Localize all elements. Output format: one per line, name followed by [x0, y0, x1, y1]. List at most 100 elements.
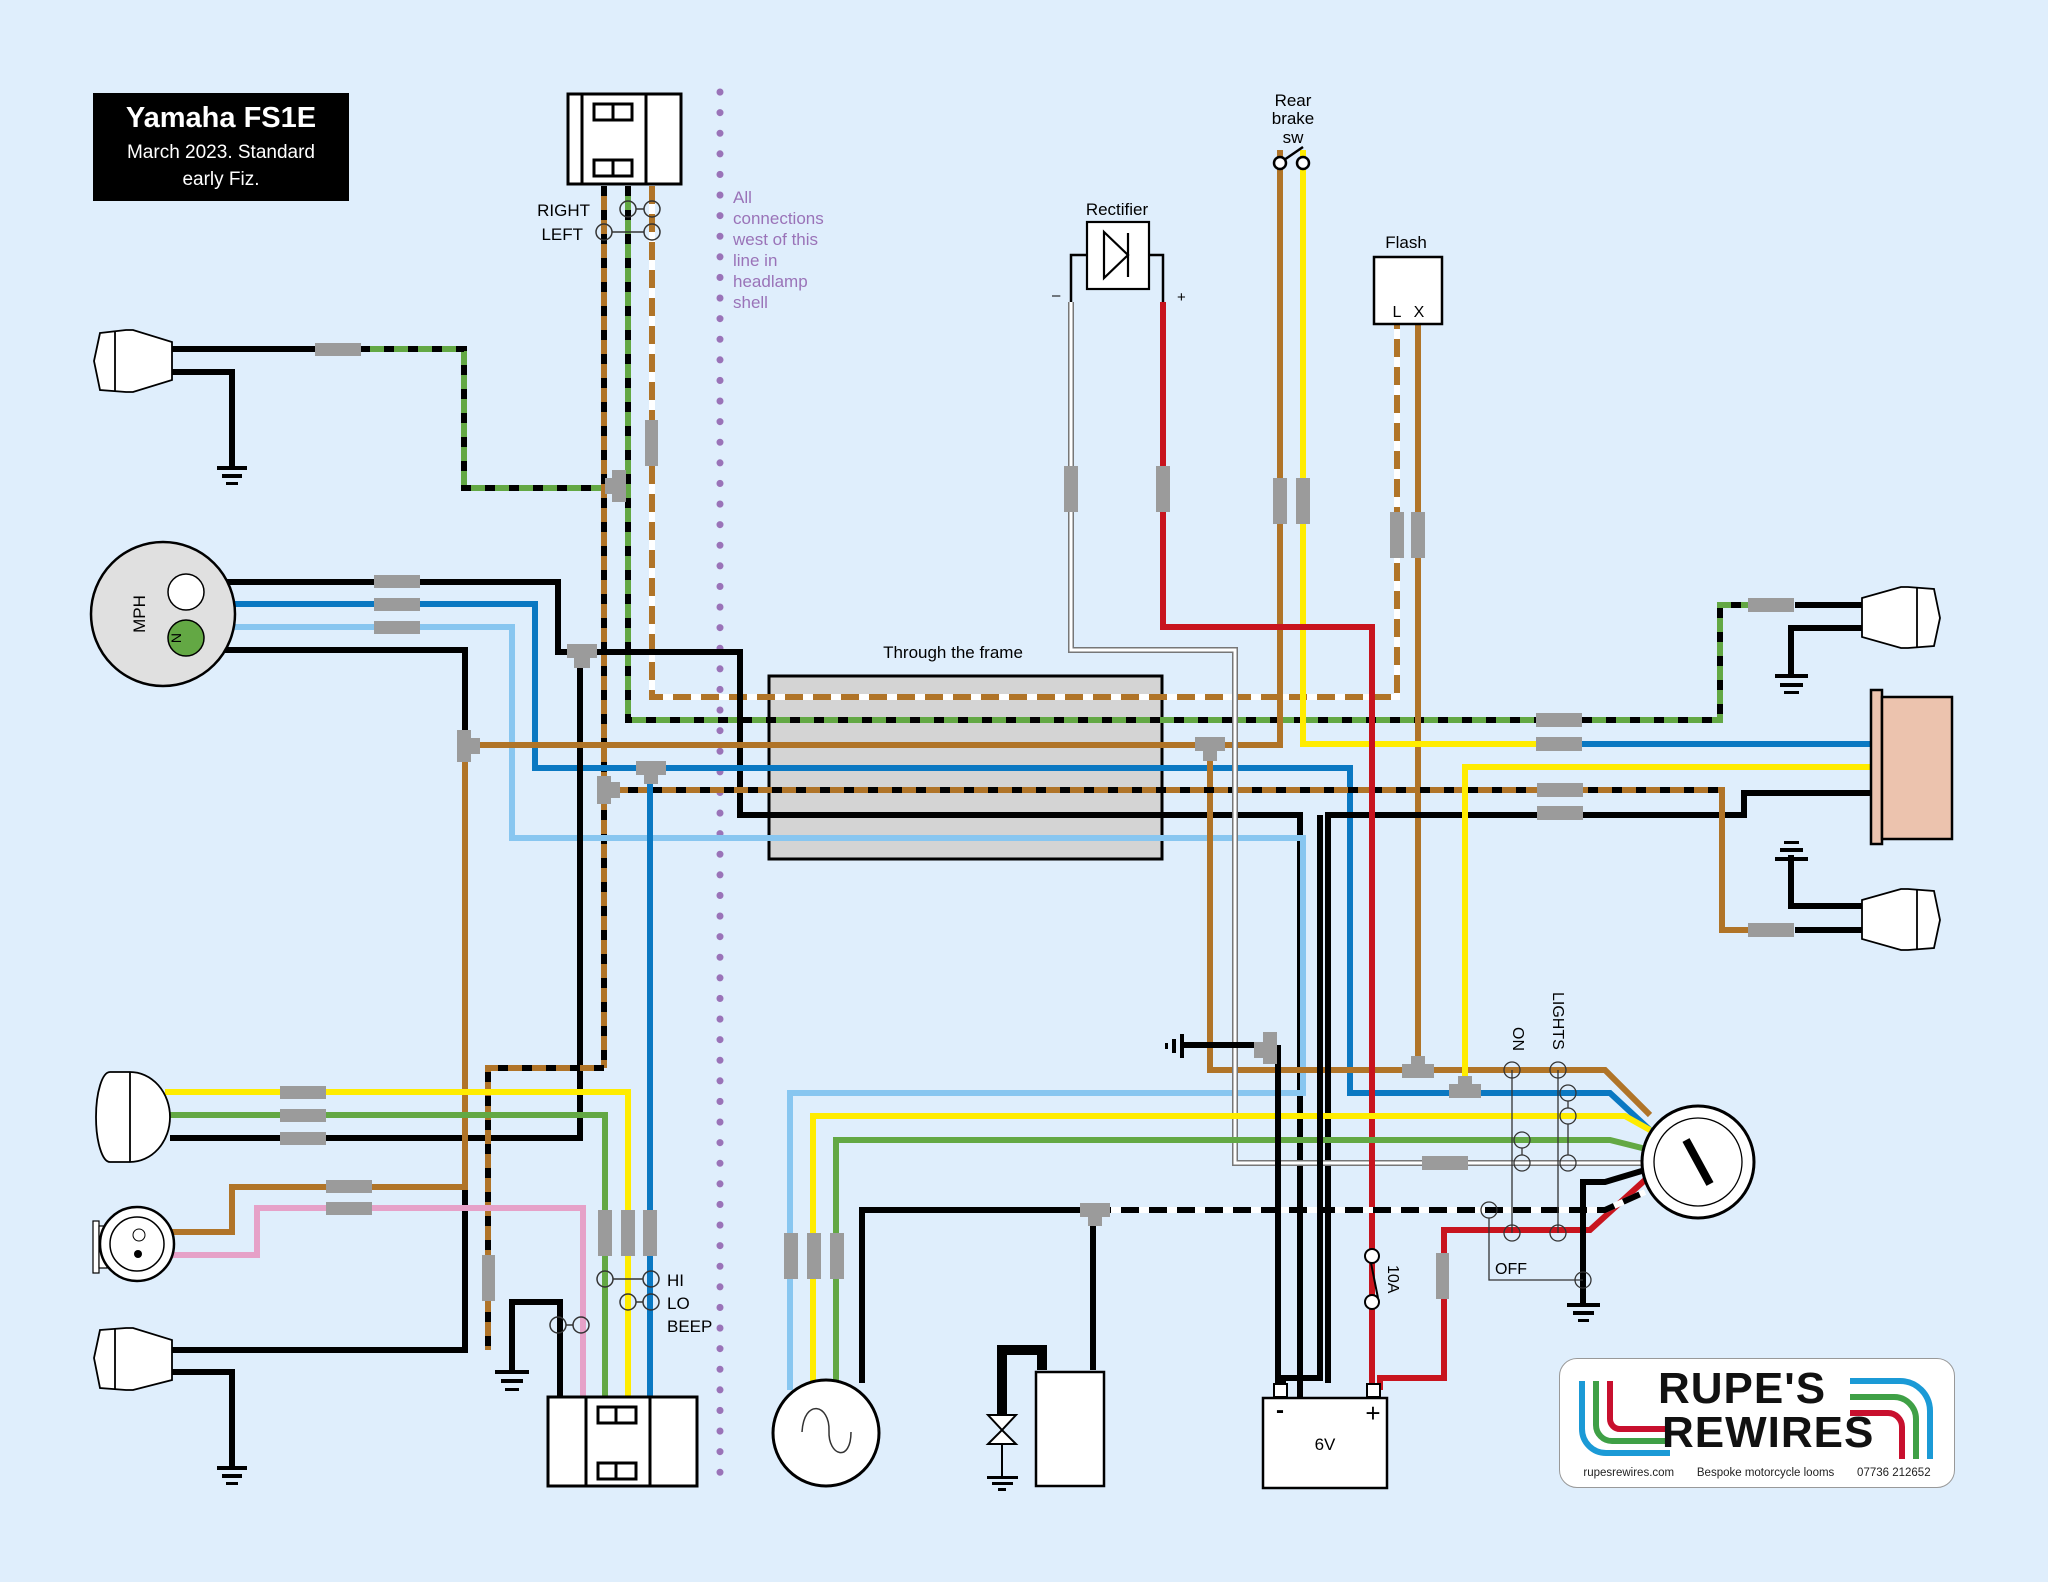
front-right-ground-icon	[217, 1466, 247, 1485]
key-slot-icon	[1682, 1138, 1714, 1186]
wire-switch-green-black-stripe	[625, 186, 1760, 723]
neutral-label: N	[168, 633, 184, 643]
ignition-lights-label: LIGHTS	[1549, 992, 1566, 1050]
wire-yellow-tail	[1462, 764, 1876, 1085]
battery-voltage-label: 6V	[1315, 1435, 1336, 1454]
connector	[1536, 737, 1582, 751]
wire-alt-black	[859, 1207, 1093, 1383]
battery-positive-label: +	[1365, 1398, 1380, 1428]
logo-line-1: RUPE'S	[1658, 1364, 1827, 1413]
battery-negative-label: -	[1276, 1397, 1284, 1424]
wire-brown-horn	[170, 745, 468, 1235]
wire-front-left-indicator-green-stripe	[360, 346, 620, 491]
rectifier-plus-label: +	[1177, 289, 1186, 306]
logo-footer: rupesrewires.com Bespoke motorcycle loom…	[1560, 1467, 1954, 1479]
rear-left-indicator	[1861, 888, 1941, 951]
connector	[326, 1180, 372, 1193]
rear-left-ground-icon	[1775, 841, 1808, 861]
label-beep: BEEP	[667, 1317, 712, 1336]
flasher-terminal-x: X	[1414, 304, 1425, 321]
wire-brown-main	[465, 150, 1283, 748]
wire-red-ignition	[1377, 1177, 1648, 1390]
subtitle-line-1: March 2023. Standard	[126, 142, 315, 163]
connector	[784, 1233, 798, 1279]
connector	[1390, 512, 1404, 558]
connector	[1064, 466, 1078, 512]
logo-line-2: REWIRES	[1662, 1408, 1875, 1457]
headlamp-shell-note: All connections west of this line in hea…	[733, 188, 824, 312]
connector	[1536, 713, 1582, 727]
connector	[1273, 478, 1287, 524]
handlebar-switch-bottom	[546, 1395, 699, 1488]
front-left-indicator	[93, 329, 173, 393]
rear-right-indicator	[1861, 586, 1941, 649]
splice-connector	[1449, 1076, 1481, 1098]
subtitle-line-2: early Fiz.	[182, 169, 260, 190]
connector	[374, 621, 420, 634]
neutral-light-icon	[167, 619, 205, 657]
wire-rear-right-ground	[1788, 625, 1862, 675]
connector	[1748, 923, 1794, 937]
connector	[1537, 806, 1583, 820]
wire-speedo-black-bottom	[170, 647, 468, 1353]
tail-lamp	[1869, 688, 1954, 846]
connector	[326, 1202, 372, 1215]
wire-front-left-indicator-green	[360, 346, 620, 491]
wire-horn-pink	[170, 1205, 586, 1398]
connector	[1411, 512, 1425, 558]
connector	[621, 1210, 635, 1256]
splice-connector	[605, 470, 626, 502]
connector	[280, 1109, 326, 1122]
connector	[830, 1233, 844, 1279]
connector	[1422, 1156, 1468, 1170]
wire-front-right-ground	[170, 1369, 235, 1468]
ignition-on-label: ON	[1509, 1027, 1526, 1051]
wire-alt-green	[833, 1137, 1651, 1390]
label-hi: HI	[667, 1271, 684, 1290]
wire-switch-ground	[509, 1299, 563, 1398]
ignition-off-label: OFF	[1495, 1261, 1527, 1278]
wire-kill-black-white-stripe	[1093, 1189, 1647, 1213]
logo-stripes-icon	[1579, 1378, 1933, 1459]
splice-connector	[636, 761, 666, 784]
connector	[807, 1233, 821, 1279]
connector	[1436, 1253, 1449, 1299]
connector	[280, 1086, 326, 1099]
wire-front-left-ground	[170, 369, 235, 468]
spark-plug-icon	[985, 1414, 1019, 1476]
rectifier-minus-label: –	[1052, 287, 1061, 304]
logo-wordmark: RUPE'S REWIRES	[1658, 1367, 1874, 1455]
switch-contacts-top	[595, 200, 661, 241]
ignition-switch[interactable]	[1640, 1104, 1756, 1220]
splice-connector	[567, 644, 597, 668]
connector	[482, 1255, 495, 1301]
rectifier-label: Rectifier	[1086, 200, 1149, 219]
rupes-rewires-logo[interactable]: RUPE'S REWIRES rupesrewires.com Bespoke …	[1559, 1358, 1955, 1488]
logo-phone[interactable]: 07736 212652	[1857, 1467, 1931, 1479]
wire-rear-left-line	[1719, 793, 1760, 933]
wire-speedo-black-top	[186, 579, 1303, 1400]
connector	[643, 1210, 657, 1256]
alternator	[771, 1378, 881, 1488]
connector	[1156, 466, 1170, 512]
rear-right-ground-icon	[1775, 674, 1808, 694]
connector	[315, 343, 361, 356]
wire-alt-yellow	[810, 1113, 1652, 1390]
flasher-relay	[1372, 255, 1444, 326]
connector	[280, 1132, 326, 1145]
rear-brake-label-1: Rear	[1275, 91, 1312, 110]
logo-website[interactable]: rupesrewires.com	[1583, 1467, 1675, 1479]
handlebar-switch-top	[566, 92, 683, 186]
connector	[1296, 478, 1310, 524]
splice-connector	[457, 730, 480, 762]
label-left: LEFT	[541, 225, 583, 244]
switch-ground-icon	[495, 1370, 529, 1391]
connector	[1537, 783, 1583, 797]
splice-connector	[597, 776, 620, 804]
fuse-label: 10A	[1384, 1265, 1401, 1294]
connector	[374, 598, 420, 611]
flasher-terminal-l: L	[1393, 304, 1402, 321]
logo-tagline: Bespoke motorcycle looms	[1696, 1467, 1835, 1479]
connector	[1748, 598, 1794, 612]
